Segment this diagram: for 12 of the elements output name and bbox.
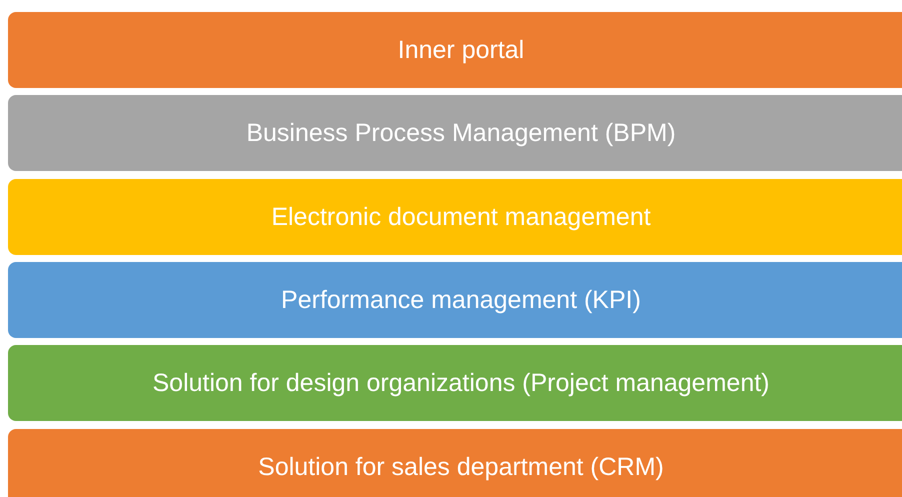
layer-band	[8, 179, 902, 255]
layer-band	[8, 262, 902, 338]
band-label: Solution for design organizations (Project management)	[152, 368, 770, 398]
band-label: Solution for sales department (CRM)	[258, 452, 664, 482]
layer-band	[8, 95, 902, 171]
layer-band	[8, 12, 902, 88]
band-label: Inner portal	[398, 36, 524, 64]
band-label: Performance management (KPI)	[281, 286, 641, 314]
band-label: Electronic document management	[271, 202, 651, 232]
band-label: Business Process Management (BPM)	[246, 118, 676, 148]
layer-band	[8, 345, 902, 421]
layer-band	[8, 429, 902, 497]
